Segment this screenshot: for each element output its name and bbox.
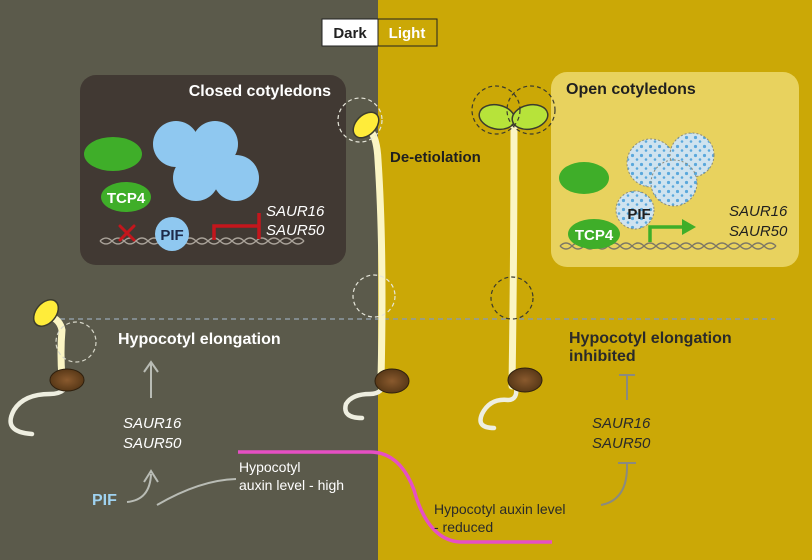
red-x-icon	[118, 224, 136, 242]
dark-light-header: Dark Light	[321, 18, 438, 47]
degraded-pif-cluster	[615, 132, 715, 230]
tcp4-oval	[101, 182, 151, 212]
auxin-reduced-line-2: - reduced	[434, 519, 493, 535]
activation-arrow-icon	[648, 219, 696, 242]
inhibition-bar-icon	[619, 374, 635, 400]
closed-cotyledons-panel: Closed cotyledons TCP4 PIF SAUR16 SAUR50	[80, 75, 346, 265]
open-cotyledons-title: Open cotyledons	[566, 81, 696, 98]
dark-bottom-gene-2: SAUR50	[123, 435, 182, 452]
light-bottom-gene-1: SAUR16	[592, 415, 651, 432]
elongation-inhibited-line-1: Hypocotyl elongation	[569, 330, 732, 347]
connector-line	[156, 478, 237, 506]
pif-label: PIF	[160, 227, 183, 244]
auxin-reduced-line-1: Hypocotyl auxin level	[434, 501, 566, 517]
curved-arrow-icon	[126, 469, 159, 503]
light-bottom-section: Hypocotyl elongation inhibited SAUR16 SA…	[434, 330, 732, 535]
de-etiolation-label: De-etiolation	[390, 149, 481, 166]
repression-arrow-icon	[212, 213, 261, 240]
closed-cotyledons-title: Closed cotyledons	[189, 83, 331, 100]
pif-label: PIF	[627, 206, 650, 223]
light-panel-gene-1: SAUR16	[729, 203, 788, 220]
pif-circle	[155, 217, 189, 251]
tcp4-oval	[568, 219, 620, 249]
de-etiolated-seedling-icon	[471, 85, 556, 431]
light-panel-gene-2: SAUR50	[729, 223, 788, 240]
tall-etiolated-seedling-icon	[337, 97, 410, 421]
dark-panel-gene-2: SAUR50	[266, 222, 325, 239]
open-cotyledons-panel: Open cotyledons TCP4 PIF SAUR16 SAUR50	[551, 72, 799, 267]
tcp4-label: TCP4	[107, 190, 146, 207]
pif-bottom-label: PIF	[92, 492, 117, 509]
light-bottom-gene-2: SAUR50	[592, 435, 651, 452]
elongation-inhibited-line-2: inhibited	[569, 348, 636, 365]
small-etiolated-seedling-icon	[8, 299, 97, 437]
light-label: Light	[389, 25, 426, 42]
hypocotyl-elongation-label: Hypocotyl elongation	[118, 331, 281, 348]
up-arrow-icon	[143, 360, 159, 398]
auxin-high-line-2: auxin level - high	[239, 477, 344, 493]
blue-pif-cluster	[153, 121, 259, 201]
dark-label: Dark	[333, 25, 367, 42]
tcp4-label: TCP4	[575, 227, 614, 244]
green-protein-oval	[559, 162, 609, 194]
auxin-level-curve	[238, 450, 552, 544]
green-protein-oval	[84, 137, 142, 171]
dark-bottom-section: Hypocotyl elongation SAUR16 SAUR50 PIF H…	[92, 331, 344, 509]
auxin-high-line-1: Hypocotyl	[239, 459, 300, 475]
dark-bottom-gene-1: SAUR16	[123, 415, 182, 432]
dark-panel-gene-1: SAUR16	[266, 203, 325, 220]
inhibition-curve-icon	[600, 462, 636, 506]
